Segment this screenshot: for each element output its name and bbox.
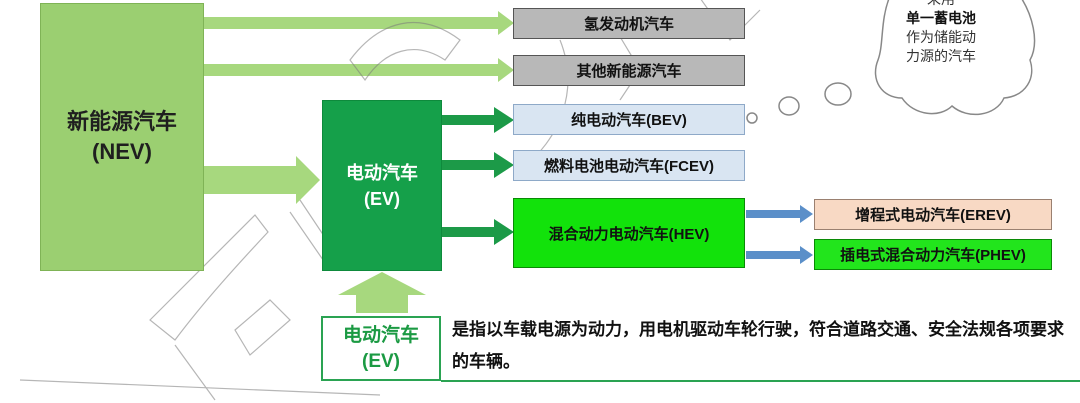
cloud-line-4: 力源的汽车 [906,48,976,64]
cloud-shape [874,0,1036,116]
cloud-bubble-small [746,112,758,124]
category-phev: 插电式混合动力汽车(PHEV) [814,239,1052,270]
nev-arrows [204,11,514,313]
nev-title: 新能源汽车 [66,109,177,134]
cloud-line-3: 作为储能动 [906,29,976,45]
arrow-to-other [204,58,514,82]
arrow-to-hydrogen [204,11,514,35]
arrow-to-hev [442,219,514,245]
ev-arrows [442,107,514,245]
hev-arrows [746,205,813,264]
thought-cloud [746,0,1036,124]
category-fcev: 燃料电池电动汽车(FCEV) [513,150,745,181]
arrow-to-fcev [442,152,514,178]
cloud-text: 采用 单一蓄电池 作为储能动 力源的汽车 [892,0,990,66]
cloud-bubble-large [824,82,852,106]
category-bev: 纯电动汽车(BEV) [513,104,745,135]
definition-label-abbr: (EV) [362,350,400,372]
arrow-to-erev [746,205,813,223]
nev-abbr: (NEV) [92,139,152,164]
category-hydrogen: 氢发动机汽车 [513,8,745,39]
definition-text: 是指以车载电源为动力，用电机驱动车轮行驶，符合道路交通、安全法规各项要求的车辆。 [452,320,1064,371]
definition-label-title: 电动汽车 [342,324,419,346]
category-erev: 增程式电动汽车(EREV) [814,199,1052,230]
cloud-line-2: 单一蓄电池 [906,10,976,26]
ev-block: 电动汽车 (EV) [322,100,442,271]
definition-label: 电动汽车 (EV) [321,316,441,381]
arrow-to-ev [204,156,320,204]
category-other: 其他新能源汽车 [513,55,745,86]
ev-abbr: (EV) [364,188,400,209]
arrow-to-bev [442,107,514,133]
arrow-to-phev [746,246,813,264]
cloud-line-1: 采用 [892,0,990,9]
category-hev: 混合动力电动汽车(HEV) [513,198,745,268]
cloud-bubble-medium [778,96,800,116]
ev-title: 电动汽车 [346,162,418,183]
arrow-up-to-ev [338,272,426,313]
nev-block: 新能源汽车 (NEV) [40,3,204,271]
